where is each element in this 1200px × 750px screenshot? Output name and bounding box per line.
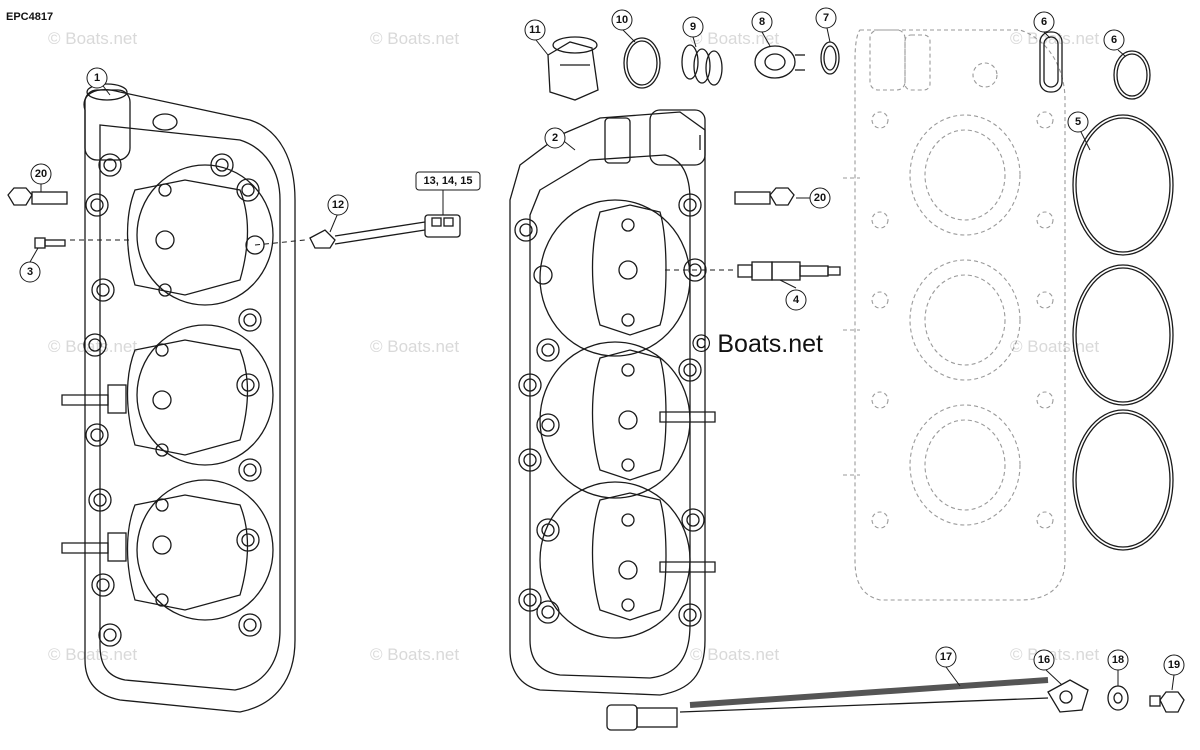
- svg-text:13, 14, 15: 13, 14, 15: [424, 175, 473, 187]
- leader-lines: [29, 27, 1175, 691]
- callout-10: 10: [611, 9, 633, 31]
- cylinder-head-left: [61, 83, 296, 713]
- watermark-text: © Boats.net: [370, 337, 459, 356]
- head-gasket: [843, 29, 1066, 601]
- cylinder-head-middle: [509, 109, 716, 696]
- dashed-guides: [70, 239, 735, 271]
- diagram-code: EPC4817: [6, 11, 53, 23]
- callout-12: 12: [327, 194, 349, 216]
- copyright-mark: © Boats.net: [692, 330, 823, 358]
- callout-3: 3: [19, 261, 41, 283]
- watermark-text: © Boats.net: [690, 645, 779, 664]
- callout-9: 9: [682, 16, 704, 38]
- callout-7: 7: [815, 7, 837, 29]
- callout-13-14-15: 13, 14, 15: [415, 171, 481, 191]
- callout-20b: 20: [809, 187, 831, 209]
- svg-text:6: 6: [1041, 16, 1047, 28]
- svg-text:7: 7: [823, 12, 829, 24]
- callout-8: 8: [751, 11, 773, 33]
- watermark-text: © Boats.net: [48, 29, 137, 48]
- callout-19: 19: [1163, 654, 1185, 676]
- watermark-text: © Boats.net: [48, 337, 137, 356]
- svg-text:2: 2: [552, 132, 558, 144]
- callout-20a: 20: [30, 163, 52, 185]
- svg-text:18: 18: [1112, 654, 1124, 666]
- svg-text:5: 5: [1075, 116, 1081, 128]
- svg-text:11: 11: [529, 24, 541, 36]
- svg-text:8: 8: [759, 16, 765, 28]
- watermark-text: © Boats.net: [690, 29, 779, 48]
- svg-text:12: 12: [332, 199, 344, 211]
- callout-6a: 6: [1033, 11, 1055, 33]
- callout-1: 1: [86, 67, 108, 89]
- callout-2: 2: [544, 127, 566, 149]
- svg-text:20: 20: [814, 192, 826, 204]
- svg-text:17: 17: [940, 651, 952, 663]
- callout-16: 16: [1033, 649, 1055, 671]
- callout-17: 17: [935, 646, 957, 668]
- callout-6b: 6: [1103, 29, 1125, 51]
- callout-11: 11: [524, 19, 546, 41]
- watermark-text: © Boats.net: [370, 29, 459, 48]
- o-rings: [1072, 114, 1174, 551]
- fasteners: [7, 187, 1185, 731]
- svg-text:20: 20: [35, 168, 47, 180]
- svg-text:6: 6: [1111, 34, 1117, 46]
- callouts: 1 2 3 4 5 6 6 7 8 9 10 11 12 13, 14, 15 …: [19, 7, 1185, 676]
- watermark-text: © Boats.net: [1010, 337, 1099, 356]
- callout-5: 5: [1067, 111, 1089, 133]
- svg-text:3: 3: [27, 266, 33, 278]
- svg-text:10: 10: [616, 14, 628, 26]
- svg-text:16: 16: [1038, 654, 1050, 666]
- svg-text:19: 19: [1168, 659, 1180, 671]
- callout-4: 4: [785, 289, 807, 311]
- watermarks: © Boats.net © Boats.net © Boats.net © Bo…: [48, 29, 1099, 664]
- svg-text:4: 4: [793, 294, 800, 306]
- watermark-text: © Boats.net: [370, 645, 459, 664]
- svg-text:1: 1: [94, 72, 100, 84]
- svg-text:9: 9: [690, 21, 696, 33]
- callout-18: 18: [1107, 649, 1129, 671]
- watermark-text: © Boats.net: [48, 645, 137, 664]
- watermark-text: © Boats.net: [1010, 645, 1099, 664]
